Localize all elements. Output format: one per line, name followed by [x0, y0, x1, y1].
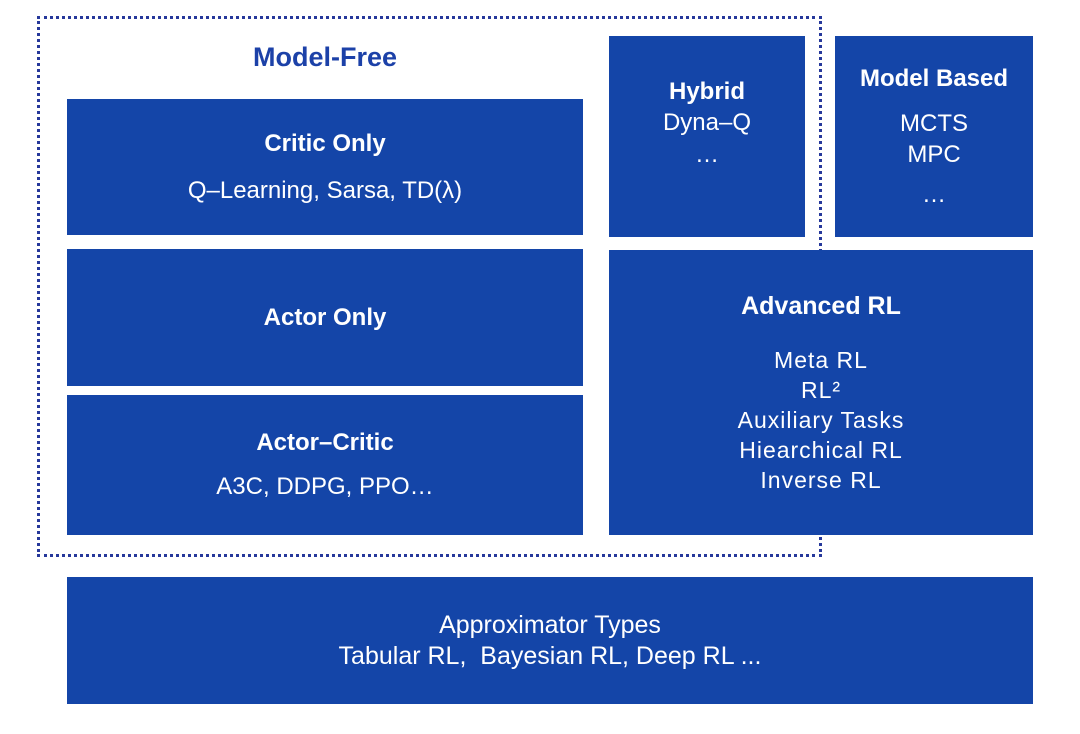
- advanced-rl-title: Advanced RL: [741, 291, 901, 320]
- advanced-rl-item: Hiearchical RL: [739, 436, 903, 463]
- advanced-rl-item: RL²: [800, 376, 842, 403]
- actor-critic-methods: A3C, DDPG, PPO…: [216, 473, 434, 500]
- advanced-rl-item: Inverse RL: [760, 466, 882, 493]
- advanced-rl-item: Meta RL: [774, 346, 868, 373]
- hybrid-title: Hybrid: [668, 77, 745, 105]
- model-free-group-title: Model-Free: [252, 42, 398, 72]
- actor-critic-box: Actor–Critic A3C, DDPG, PPO…: [67, 395, 583, 535]
- critic-only-title: Critic Only: [264, 129, 386, 157]
- model-based-method: MPC: [907, 140, 961, 168]
- hybrid-box: Hybrid Dyna–Q …: [609, 36, 805, 237]
- hybrid-method: Dyna–Q: [662, 108, 752, 136]
- actor-critic-title: Actor–Critic: [256, 429, 394, 456]
- approximator-types-title: Approximator Types: [439, 610, 661, 639]
- model-based-box: Model Based MCTS MPC …: [835, 36, 1033, 237]
- actor-only-box: Actor Only: [67, 249, 583, 386]
- advanced-rl-item: Auxiliary Tasks: [737, 406, 905, 433]
- model-based-title: Model Based: [859, 64, 1009, 92]
- critic-only-box: Critic Only Q–Learning, Sarsa, TD(λ): [67, 99, 583, 235]
- hybrid-ellipsis: …: [695, 140, 719, 168]
- advanced-rl-box: Advanced RL Meta RL RL² Auxiliary Tasks …: [609, 250, 1033, 535]
- critic-only-methods: Q–Learning, Sarsa, TD(λ): [187, 176, 463, 204]
- approximator-types-box: Approximator Types Tabular RL, Bayesian …: [67, 577, 1033, 704]
- model-based-method: MCTS: [900, 109, 968, 137]
- model-based-ellipsis: …: [922, 180, 946, 208]
- actor-only-title: Actor Only: [263, 303, 387, 331]
- approximator-types-list: Tabular RL, Bayesian RL, Deep RL ...: [338, 641, 762, 670]
